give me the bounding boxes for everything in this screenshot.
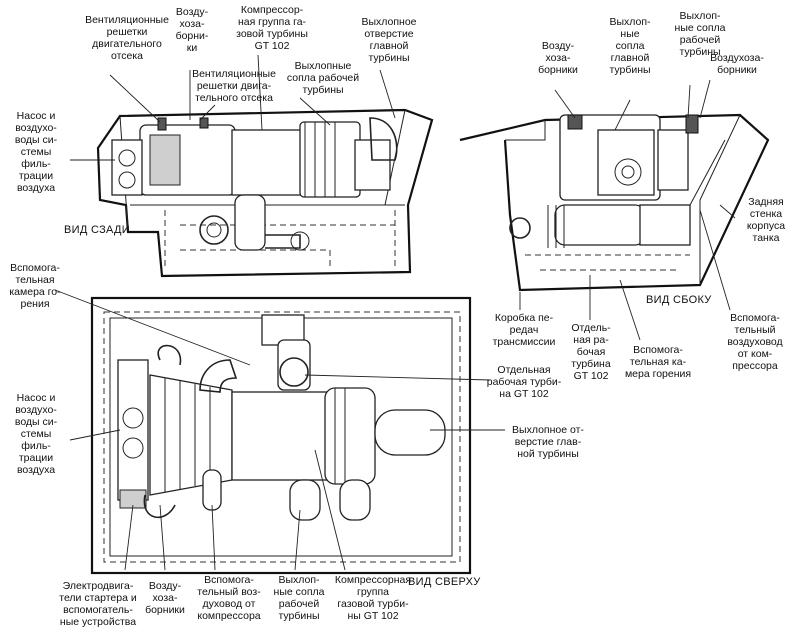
label-side-work-nozzles: Выхлоп- ные сопла рабочей турбины (674, 10, 726, 58)
label-rear-vent-grills: Вентиляционные решетки двигательного отс… (85, 14, 169, 62)
label-side-power-turbine: Отдель- ная ра- бочая турбина GT 102 (571, 322, 611, 382)
leader-lines (54, 54, 736, 571)
side-view-drawing (459, 113, 770, 292)
label-top-main-exhaust: Выхлопное от- верстие глав- ной турбины (512, 424, 584, 460)
label-side-aux-chamber: Вспомога- тельная ка- мера горения (624, 344, 692, 380)
label-rear-pump-filter: Насос и воздухо- воды си- стемы филь- тр… (14, 110, 58, 194)
label-top-aux-chamber: Вспомога- тельная камера го- рения (9, 262, 61, 310)
label-side-rear-wall: Задняя стенка корпуса танка (746, 196, 786, 244)
label-rear-main-exhaust: Выхлопное отверстие главной турбины (361, 16, 417, 64)
label-side-air-intakes-2: Воздухоза- борники (710, 52, 764, 76)
label-side-gearbox: Коробка пе- редач трансмиссии (492, 312, 556, 348)
label-side-main-nozzles: Выхлоп- ные сопла главной турбины (609, 16, 651, 76)
label-rear-compressor-group: Компрессор- ная группа га- зовой турбины… (236, 4, 308, 52)
label-rear-work-nozzles: Выхлопные сопла рабочей турбины (286, 60, 360, 96)
label-side-air-intakes: Возду- хоза- борники (538, 40, 578, 76)
label-rear-vent-grills-2: Вентиляционные решетки двига- тельного о… (192, 68, 276, 104)
label-top-starter: Электродвига- тели стартера и вспомогате… (59, 580, 137, 628)
label-top-power-turbine: Отдельная рабочая турби- на GT 102 (486, 364, 562, 400)
label-top-aux-duct: Вспомога- тельный воз- духовод от компре… (197, 574, 261, 622)
label-top-pump-filter: Насос и воздухо- воды си- стемы филь- тр… (14, 392, 58, 476)
rear-view-title: ВИД СЗАДИ (64, 224, 130, 236)
label-top-compressor-group: Компрессорная группа газовой турби- ны G… (334, 574, 412, 622)
label-top-air-intakes: Возду- хоза- борники (145, 580, 185, 616)
rear-view-drawing (96, 108, 434, 278)
label-side-aux-duct: Вспомога- тельный воздуховод от ком- пре… (727, 312, 783, 372)
side-view-title: ВИД СБОКУ (646, 294, 712, 306)
top-view-title: ВИД СВЕРХУ (408, 576, 481, 588)
label-rear-air-intakes: Возду- хоза- борни- ки (175, 6, 209, 54)
label-top-work-nozzles: Выхлоп- ные сопла рабочей турбины (273, 574, 325, 622)
top-view-drawing (90, 296, 472, 575)
